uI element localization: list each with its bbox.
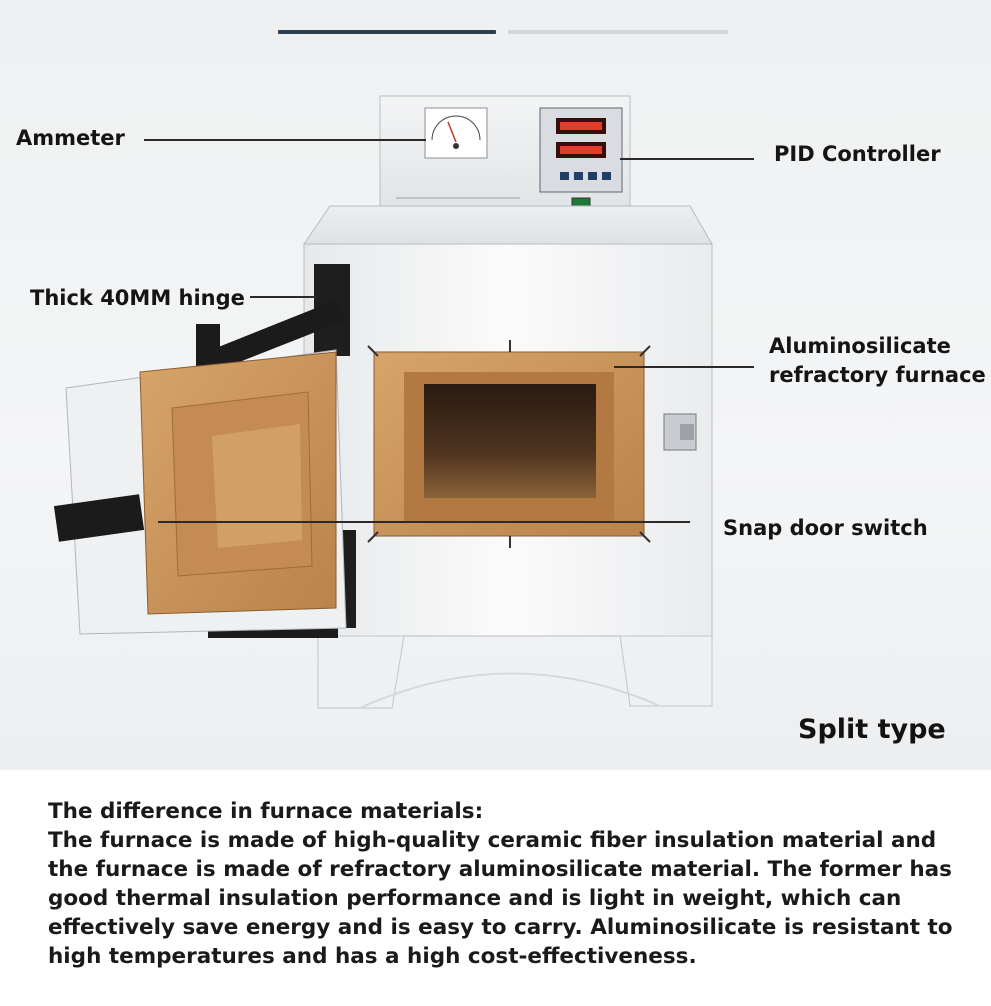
leader-ammeter	[144, 139, 426, 141]
callout-pid-controller: PID Controller	[774, 142, 941, 166]
callout-refractory-line1: Aluminosilicate	[769, 334, 951, 358]
description-block: The difference in furnace materials: The…	[48, 797, 958, 971]
ammeter-gauge	[424, 107, 488, 159]
carousel-indicator-1[interactable]	[278, 30, 496, 34]
leader-refractory	[614, 366, 754, 368]
description-heading: The difference in furnace materials:	[48, 799, 484, 824]
furnace-door	[53, 349, 347, 635]
description-body: The furnace is made of high-quality cera…	[48, 828, 953, 969]
product-caption: Split type	[798, 714, 946, 745]
refractory-chamber	[367, 340, 651, 548]
leader-door-switch	[158, 521, 690, 523]
callout-door-switch: Snap door switch	[723, 516, 928, 540]
callout-refractory: Aluminosilicate refractory furnace	[769, 332, 986, 390]
muffle-furnace-illustration	[53, 95, 713, 709]
callout-ammeter: Ammeter	[16, 126, 125, 150]
carousel-indicator-2[interactable]	[508, 30, 728, 34]
callout-hinge: Thick 40MM hinge	[30, 286, 245, 310]
product-stage: Ammeter PID Controller Thick 40MM hinge …	[0, 0, 991, 770]
leader-hinge	[250, 296, 316, 298]
pid-controller-panel	[539, 107, 623, 193]
temperature-controller-unit	[379, 95, 631, 242]
leader-pid-controller	[620, 158, 754, 160]
callout-refractory-line2: refractory furnace	[769, 363, 986, 387]
